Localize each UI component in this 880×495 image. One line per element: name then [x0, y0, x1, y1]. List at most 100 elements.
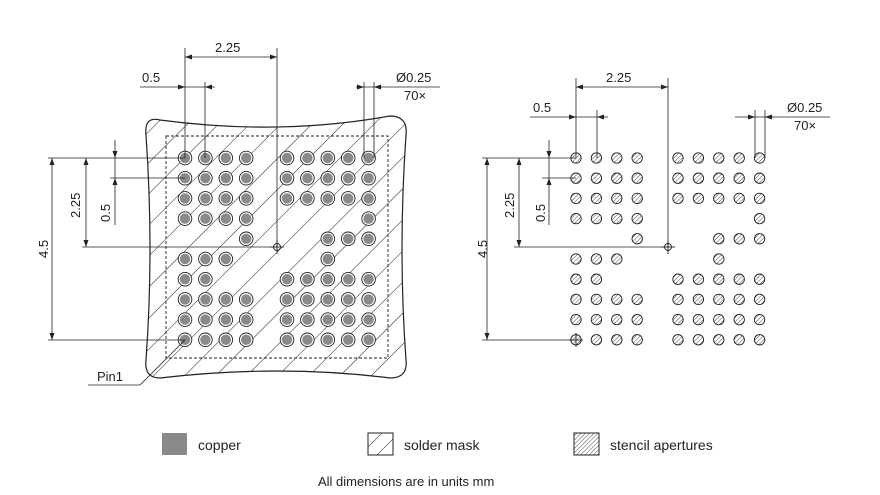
legend-item-copper: copper: [162, 433, 241, 455]
copper-pad: [238, 231, 254, 247]
copper-pad: [279, 191, 295, 206]
stencil-aperture: [753, 233, 766, 245]
copper-pad: [279, 312, 295, 327]
legend-label-copper: copper: [198, 437, 241, 453]
stencil-aperture: [631, 212, 643, 225]
stencil-aperture: [692, 273, 705, 285]
stencil-aperture: [733, 313, 745, 326]
copper-pad: [320, 251, 336, 267]
dim-pitch-y: 0.5: [98, 204, 113, 222]
copper-pad: [361, 170, 376, 186]
copper-pad: [320, 170, 336, 186]
stencil-aperture: [753, 313, 766, 326]
copper-pad: [361, 312, 376, 327]
copper-pad: [340, 332, 356, 348]
stencil-aperture: [631, 172, 643, 184]
copper-pad: [279, 271, 295, 287]
solder-mask-swatch: [367, 432, 394, 456]
copper-pad: [238, 332, 254, 348]
stencil-aperture: [590, 212, 603, 225]
copper-pad: [238, 191, 254, 206]
copper-pad: [198, 312, 213, 327]
stencil-aperture: [753, 273, 766, 285]
stencil-aperture: [631, 313, 643, 326]
stencil-aperture: [570, 273, 582, 285]
stencil-aperture: [570, 212, 582, 225]
copper-pad: [198, 211, 213, 226]
copper-pad: [300, 332, 315, 348]
copper-pad: [279, 292, 295, 307]
copper-pad: [361, 191, 376, 206]
stencil-aperture: [713, 172, 725, 184]
stencil-aperture: [753, 293, 766, 306]
stencil-aperture: [713, 253, 725, 265]
legend-item-solder-mask: solder mask: [367, 432, 480, 456]
stencil-aperture: [733, 334, 745, 346]
stencil-aperture: [570, 293, 582, 306]
dim-pitch-y-wide: 2.25: [68, 193, 83, 218]
copper-pad: [238, 312, 254, 327]
pin1-label: Pin1: [97, 369, 123, 384]
copper-pad: [340, 312, 356, 327]
stencil-aperture: [753, 334, 766, 346]
copper-pad: [238, 170, 254, 186]
stencil-aperture: [590, 273, 603, 285]
stencil-aperture: [692, 152, 705, 164]
stencil-aperture: [631, 192, 643, 205]
copper-pad: [361, 231, 376, 247]
copper-pad: [198, 251, 213, 267]
dim-height-right: 4.5: [475, 240, 490, 258]
copper-pad: [218, 251, 234, 267]
copper-pad: [177, 271, 193, 287]
stencil-aperture: [672, 293, 684, 306]
copper-pad: [218, 150, 234, 166]
stencil-aperture: [733, 273, 745, 285]
copper-pad: [361, 271, 376, 287]
stencil-aperture: [590, 192, 603, 205]
copper-pad: [340, 170, 356, 186]
copper-pad: [340, 150, 356, 166]
copper-pad: [320, 231, 336, 247]
dim-pad-diameter: Ø0.25: [396, 70, 431, 85]
copper-pad: [218, 191, 234, 206]
stencil-aperture: [631, 152, 643, 164]
copper-pad: [320, 292, 336, 307]
copper-pad: [361, 150, 376, 166]
copper-pad: [238, 292, 254, 307]
copper-pad: [320, 312, 336, 327]
stencil-aperture: [631, 233, 643, 245]
copper-pad: [300, 191, 315, 206]
copper-pad: [198, 332, 213, 348]
stencil-aperture: [713, 192, 725, 205]
stencil-aperture: [611, 334, 623, 346]
stencil-aperture: [570, 253, 582, 265]
dim-pad-diameter-right: Ø0.25: [787, 100, 822, 115]
stencil-aperture: [611, 212, 623, 225]
stencil-aperture: [733, 233, 745, 245]
dim-pitch-x-right: 0.5: [533, 100, 551, 115]
copper-pad: [340, 191, 356, 206]
copper-pad: [177, 211, 193, 226]
copper-pad: [238, 211, 254, 226]
stencil-aperture: [590, 172, 603, 184]
legend-label-solder-mask: solder mask: [404, 437, 480, 453]
stencil-aperture: [692, 172, 705, 184]
stencil-aperture: [590, 313, 603, 326]
stencil-aperture: [713, 233, 725, 245]
dim-pitch-x-wide-right: 2.25: [606, 70, 631, 85]
stencil-aperture: [590, 253, 603, 265]
copper-pad: [279, 170, 295, 186]
stencil-aperture: [753, 192, 766, 205]
stencil-aperture: [672, 152, 684, 164]
copper-pad: [300, 170, 315, 186]
stencil-aperture: [611, 152, 623, 164]
stencil-swatch: [573, 432, 600, 456]
copper-pad: [320, 271, 336, 287]
copper-pad: [177, 251, 193, 267]
stencil-aperture: [692, 293, 705, 306]
copper-pad: [218, 170, 234, 186]
stencil-aperture: [672, 334, 684, 346]
stencil-aperture: [631, 334, 643, 346]
stencil-aperture: [672, 192, 684, 205]
stencil-aperture: [611, 313, 623, 326]
